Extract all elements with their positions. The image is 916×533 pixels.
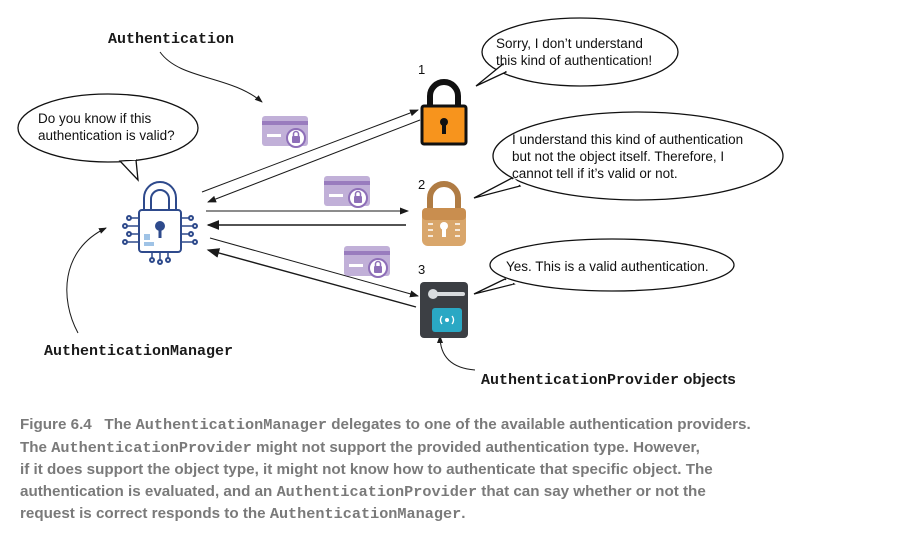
authentication-card-icon <box>262 116 308 148</box>
caption-code: AuthenticationManager <box>269 505 462 523</box>
bubble-line: authentication is valid? <box>38 128 175 143</box>
provider2-bubble-text: I understand this kind of authentication… <box>512 131 743 182</box>
authentication-card-icon <box>344 246 390 278</box>
caption-code: AuthenticationManager <box>135 416 328 434</box>
bubble-line: Do you know if this <box>38 111 152 126</box>
provider1-bubble-text: Sorry, I don’t understand this kind of a… <box>496 35 652 69</box>
arrow-to-provider1 <box>201 109 419 193</box>
provider3-number: 3 <box>418 262 426 277</box>
caption-text: The <box>104 416 136 433</box>
provider-pointer <box>437 335 476 371</box>
caption-text: authentication is evaluated, and an <box>20 482 277 500</box>
bubble-line: I understand this kind of authentication <box>512 132 744 147</box>
arrow-to-provider3 <box>209 237 419 298</box>
caption-text: delegates to one of the available authen… <box>327 416 751 433</box>
caption-text: . <box>461 505 466 522</box>
authentication-provider-label: AuthenticationProvider objects <box>481 371 736 389</box>
bubble-line: this kind of authentication! <box>496 53 653 68</box>
authentication-card-icon <box>324 176 370 208</box>
figure-number: Figure 6.4 <box>20 416 92 433</box>
provider1-speech-bubble <box>475 17 679 87</box>
provider2-number: 2 <box>418 177 426 192</box>
caption-text: that can say whether or not the <box>477 482 706 500</box>
provider3-door-lock-icon <box>420 282 468 338</box>
bubble-line: Sorry, I don’t understand <box>496 36 643 51</box>
authentication-manager-lock-icon <box>122 181 198 265</box>
authentication-pointer <box>159 51 263 103</box>
diagram-canvas <box>17 17 784 371</box>
arrow-from-provider1 <box>207 119 421 203</box>
provider3-bubble-text: Yes. This is a valid authentication. <box>506 258 709 275</box>
provider2-speech-bubble <box>473 111 784 201</box>
caption-code: AuthenticationProvider <box>276 482 478 501</box>
arrow-from-provider3 <box>206 248 417 308</box>
provider-label-mono: AuthenticationProvider <box>481 372 680 389</box>
bubble-line: Yes. This is a valid authentication. <box>506 259 709 274</box>
bubble-line: but not the object itself. Therefore, I <box>512 149 725 164</box>
provider-label-suffix: objects <box>679 371 736 388</box>
provider3-speech-bubble <box>473 238 735 295</box>
manager-speech-bubble <box>17 93 199 182</box>
bubble-line: cannot tell if it’s valid or not. <box>512 166 678 181</box>
provider1-padlock-icon <box>420 79 468 146</box>
authentication-manager-label: AuthenticationManager <box>44 343 234 360</box>
figure-caption: Figure 6.4 The AuthenticationManager del… <box>20 414 900 526</box>
caption-code: AuthenticationProvider <box>51 438 252 457</box>
caption-text: The <box>20 438 52 456</box>
provider1-number: 1 <box>418 62 426 77</box>
manager-pointer <box>66 227 107 334</box>
caption-text: might not support the provided authentic… <box>251 438 700 456</box>
caption-text: request is correct responds to the <box>20 505 270 522</box>
caption-text: if it does support the object type, it m… <box>20 461 713 478</box>
authentication-label: Authentication <box>108 31 235 48</box>
provider2-padlock-icon <box>422 181 466 246</box>
manager-bubble-text: Do you know if this authentication is va… <box>38 110 175 144</box>
